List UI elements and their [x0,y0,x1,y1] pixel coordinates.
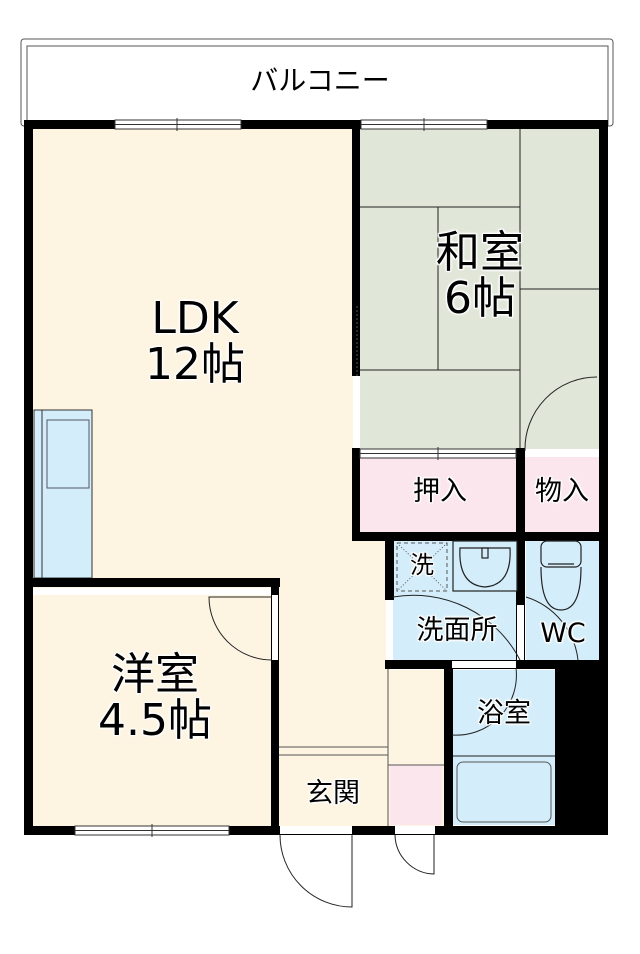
monoire-floor [525,452,600,532]
kitchen-counter [33,409,93,579]
ldk-lower-floor [277,540,389,828]
bathtub [453,755,555,823]
shoe-cabinet [390,765,442,825]
windows [74,118,517,837]
wc-floor [526,540,600,660]
toilet [540,540,582,611]
washitsu-floor [360,128,600,452]
oshiire-floor [360,452,518,532]
washer-pan [396,542,448,592]
door-openings [272,376,599,834]
balcony [20,38,614,127]
washbasin [452,540,518,592]
tatami-lines [360,128,600,452]
door-swings [208,376,598,908]
genkan-step [279,669,444,826]
yoshitsu-floor [32,595,272,828]
